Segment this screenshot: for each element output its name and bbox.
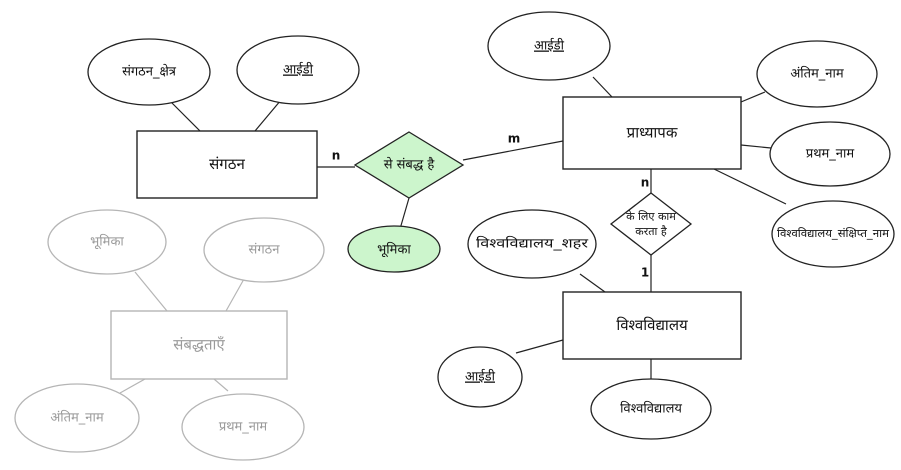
- relationship-se-sambaddh-hai[interactable]: से संबद्ध है: [353, 131, 465, 199]
- relationship-label: से संबद्ध है: [384, 157, 436, 173]
- attribute-label: संगठन_क्षेत्र: [122, 64, 177, 80]
- attribute-ellipse: [756, 40, 878, 108]
- attribute-vishwavidyalay-sankshipt-naam[interactable]: विश्वविद्यालय_संक्षिप्त_नाम: [771, 200, 895, 268]
- entity-label: संबद्धताएँ: [173, 336, 225, 354]
- line-rel-pradhyapak: [462, 140, 564, 161]
- attribute-ellipse: [181, 393, 305, 461]
- line-faded-bhoomika: [134, 271, 168, 312]
- attribute-label: संगठन: [249, 243, 281, 258]
- attribute-faded-pratham-naam[interactable]: प्रथम_नाम: [181, 393, 305, 461]
- line-id-pradhyapak: [592, 76, 613, 98]
- attribute-label: विश्वविद्यालय_शहर: [476, 236, 589, 252]
- attribute-relationship-bhoomika[interactable]: भूमिका: [347, 225, 441, 273]
- cardinality-pradhyapak-side: m: [508, 132, 521, 146]
- connector-lines: [169, 76, 787, 381]
- attribute-sangathan-id[interactable]: आईडी: [236, 35, 360, 105]
- attribute-label-key: आईडी: [534, 38, 565, 54]
- line-id-vishwa: [515, 339, 564, 354]
- attribute-ellipse: [347, 225, 441, 273]
- attribute-label: अंतिम_नाम: [790, 66, 844, 82]
- attribute-ellipse: [771, 200, 895, 268]
- attribute-label: विश्वविद्यालय_संक्षिप्त_नाम: [777, 227, 889, 240]
- entity-sangathan[interactable]: संगठन: [136, 130, 318, 199]
- cardinality-pradhyapak-works: n: [641, 176, 650, 190]
- entity-box: [562, 96, 742, 170]
- attribute-faded-sangathan[interactable]: संगठन: [203, 217, 325, 283]
- line-faded-antim: [119, 378, 146, 394]
- attribute-ellipse: [47, 209, 167, 275]
- line-rel-bhoomika: [399, 197, 410, 230]
- attribute-ellipse: [437, 346, 523, 408]
- line-id-sangathan: [254, 99, 282, 132]
- attribute-ellipse: [14, 383, 140, 453]
- attribute-pradhyapak-id[interactable]: आईडी: [487, 11, 611, 81]
- attribute-pratham-naam[interactable]: प्रथम_नाम: [769, 121, 891, 187]
- attribute-label-key: आईडी: [465, 369, 496, 385]
- attribute-sangathan-kshetra[interactable]: संगठन_क्षेत्र: [87, 38, 211, 106]
- line-antim-pradhyapak: [740, 91, 766, 103]
- relationship-label-line1: के लिए काम: [626, 210, 676, 223]
- line-sankshipt-pradhyapak: [713, 168, 787, 205]
- attribute-vishwavidyalay-id[interactable]: आईडी: [437, 346, 523, 408]
- attribute-vishwavidyalay-shahar[interactable]: विश्वविद्यालय_शहर: [467, 209, 597, 279]
- attribute-antim-naam[interactable]: अंतिम_नाम: [756, 40, 878, 108]
- attribute-label-key: आईडी: [283, 62, 314, 78]
- line-faded-pratham: [213, 378, 229, 392]
- entity-box: [110, 310, 288, 380]
- relationship-diamond: [353, 131, 465, 199]
- attribute-label: अंतिम_नाम: [50, 410, 104, 426]
- relationship-label-line2: करता है: [635, 225, 667, 238]
- attribute-ellipse: [87, 38, 211, 106]
- cardinality-vishwavidyalay-works: 1: [641, 266, 649, 280]
- attribute-label: भूमिका: [377, 242, 411, 258]
- relationship-diamond: [609, 192, 693, 256]
- entity-vishwavidyalay[interactable]: विश्वविद्यालय: [562, 291, 742, 360]
- line-kshetra-sangathan: [169, 100, 201, 132]
- entity-sambaddhtaen-faded[interactable]: संबद्धताएँ: [110, 310, 288, 380]
- entity-label: विश्वविद्यालय: [616, 316, 688, 334]
- attribute-faded-antim-naam[interactable]: अंतिम_नाम: [14, 383, 140, 453]
- attribute-ellipse: [236, 35, 360, 105]
- attribute-ellipse: [590, 378, 712, 440]
- attribute-label: प्रथम_नाम: [219, 420, 268, 435]
- attribute-vishwavidyalay-naam[interactable]: विश्वविद्यालय: [590, 378, 712, 440]
- attribute-ellipse: [769, 121, 891, 187]
- attribute-label: भूमिका: [90, 234, 124, 250]
- entity-pradhyapak[interactable]: प्राध्यापक: [562, 96, 742, 170]
- entity-box: [562, 291, 742, 360]
- relationship-ke-liye-kaam-karta-hai[interactable]: के लिए काम करता है: [609, 192, 693, 256]
- attribute-label: प्रथम_नाम: [806, 147, 855, 162]
- attribute-faded-bhoomika[interactable]: भूमिका: [47, 209, 167, 275]
- entity-label: प्राध्यापक: [627, 124, 678, 142]
- attribute-ellipse: [203, 217, 325, 283]
- attribute-ellipse: [467, 209, 597, 279]
- attribute-ellipse: [487, 11, 611, 81]
- line-pratham-pradhyapak: [740, 144, 772, 149]
- line-faded-sangathan: [225, 278, 245, 312]
- entity-label: संगठन: [209, 155, 245, 173]
- entity-box: [136, 130, 318, 199]
- line-shahar-vishwa: [579, 273, 606, 293]
- faded-connector-lines: [119, 271, 245, 394]
- cardinality-sangathan-side: n: [332, 149, 341, 163]
- attribute-label: विश्वविद्यालय: [620, 401, 682, 417]
